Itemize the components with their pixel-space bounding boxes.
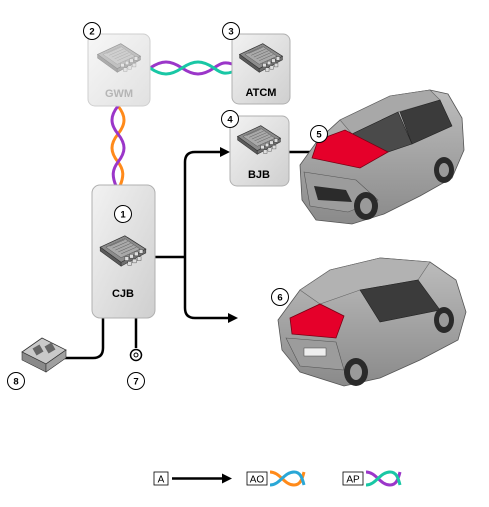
cjb-label: CJB — [112, 288, 134, 300]
bjb-label: BJB — [248, 169, 270, 181]
callout-2: 2 — [83, 22, 101, 40]
gwm-module[interactable]: GWM — [87, 33, 151, 107]
svg-text:4: 4 — [227, 115, 233, 126]
legend-a: A — [153, 471, 232, 486]
bjb-module[interactable]: BJB — [229, 115, 290, 187]
legend: A AO AP — [153, 470, 402, 487]
cjb-module[interactable]: CJB — [91, 184, 156, 319]
legend-ao-code: AO — [250, 475, 265, 486]
svg-text:2: 2 — [89, 27, 94, 38]
callout-4: 4 — [221, 110, 239, 128]
gwm-cjb-bus — [110, 105, 126, 187]
windscreen-highlight — [311, 129, 389, 169]
ground-point-icon — [129, 348, 143, 362]
arrowheads — [220, 147, 238, 323]
rear-vehicle — [277, 257, 467, 387]
legend-a-code: A — [158, 475, 165, 486]
callout-5: 5 — [310, 125, 328, 143]
legend-ao: AO — [246, 470, 306, 487]
svg-text:1: 1 — [120, 210, 126, 221]
callout-1: 1 — [114, 205, 132, 223]
svg-text:7: 7 — [133, 377, 138, 388]
cjb-output-wires — [62, 150, 338, 360]
blade-fuse-icon — [21, 337, 67, 373]
callout-7: 7 — [127, 372, 145, 390]
rear-window-highlight — [289, 303, 345, 339]
legend-ap: AP — [342, 470, 402, 487]
callout-6: 6 — [271, 288, 289, 306]
arrow-to-rear-vehicle — [228, 313, 238, 323]
atcm-label: ATCM — [246, 87, 277, 99]
arrow-to-bjb — [220, 147, 230, 157]
atcm-module[interactable]: ATCM — [231, 33, 291, 105]
svg-text:8: 8 — [13, 377, 18, 388]
svg-text:5: 5 — [316, 130, 322, 141]
callout-8: 8 — [7, 372, 25, 390]
svg-text:3: 3 — [228, 27, 233, 38]
gwm-label: GWM — [105, 88, 133, 100]
gwm-atcm-ap-bus — [149, 60, 233, 76]
front-vehicle — [299, 89, 465, 225]
svg-text:6: 6 — [277, 293, 282, 304]
callout-3: 3 — [222, 22, 240, 40]
legend-ap-code: AP — [346, 475, 360, 486]
